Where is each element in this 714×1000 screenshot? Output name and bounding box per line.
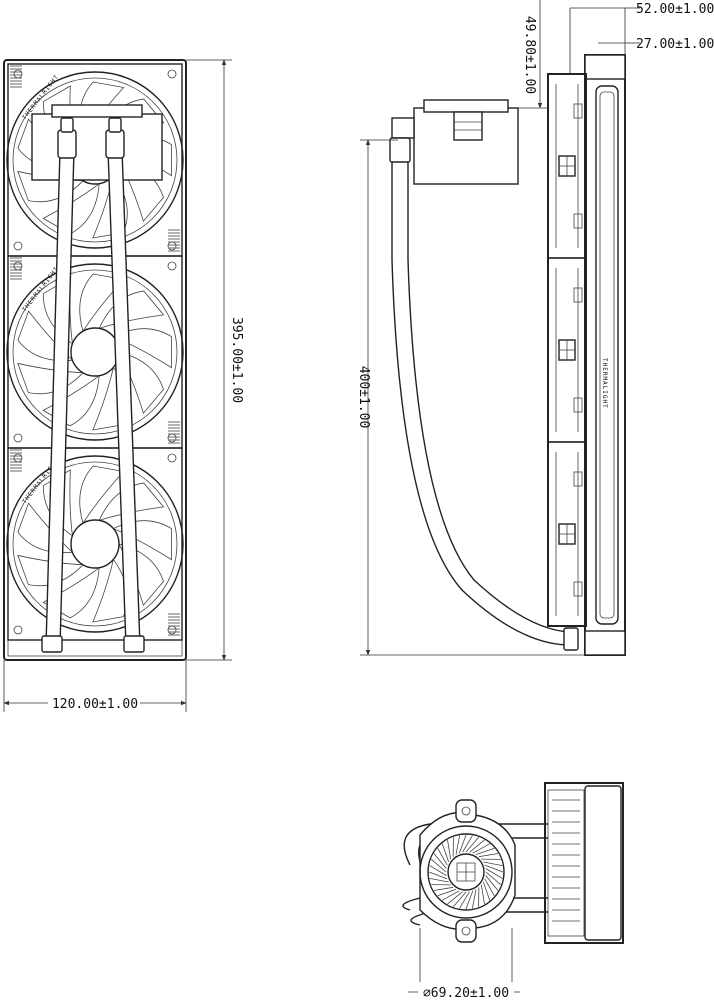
dim-radiator-thickness: 52.00±1.00 (569, 2, 714, 74)
top-radiator-fins (552, 799, 580, 922)
rotor-blades (428, 834, 504, 910)
pump-cap-side (423, 99, 509, 113)
fan-side-group (547, 73, 587, 627)
side-brand-label: THERMALIGHT (601, 358, 608, 409)
side-view: THERMALIGHT 400±1.00 49.80±1.00 (356, 0, 714, 656)
dim-tube-length: 400±1.00 (356, 139, 585, 656)
fan-side-2 (547, 257, 587, 443)
radiator-bottom-cap (584, 630, 626, 656)
pump-rotor (419, 825, 513, 919)
dim-pump-height-label: 49.80±1.00 (522, 16, 537, 94)
fan-side-3 (547, 441, 587, 627)
radiator-side-body (584, 54, 626, 656)
side-tube (391, 140, 571, 646)
dim-width: 120.00±1.00 (3, 660, 187, 712)
fan-3: THERMALRIGHT (6, 447, 184, 641)
radiator-core-slot (595, 85, 619, 625)
dim-pump-diameter-label: ⌀69.20±1.00 (423, 986, 509, 1000)
front-tubes (41, 117, 145, 653)
radiator-frame (3, 59, 187, 661)
pump-top-bracket (51, 104, 143, 118)
top-view: ⌀69.20±1.00 (402, 782, 624, 1000)
dim-radiator-core-label: 27.00±1.00 (636, 37, 714, 52)
dim-tube-length-label: 400±1.00 (356, 366, 371, 429)
fan-brand-label: THERMALRIGHT (21, 265, 61, 313)
dim-radiator-core: 27.00±1.00 (598, 37, 714, 52)
fan-2: THERMALRIGHT (6, 255, 184, 449)
dim-height: 395.00±1.00 (186, 59, 244, 661)
dim-height-label: 395.00±1.00 (229, 317, 244, 403)
dim-width-label: 120.00±1.00 (52, 697, 138, 712)
dim-pump-height: 49.80±1.00 (518, 0, 548, 109)
dim-radiator-thickness-label: 52.00±1.00 (636, 2, 714, 17)
top-radiator (544, 782, 624, 944)
radiator-top-cap (584, 54, 626, 80)
pump-top-plate (31, 113, 163, 181)
fan-side-1 (547, 73, 587, 259)
pump-block-side (413, 107, 519, 185)
dim-pump-diameter: ⌀69.20±1.00 (408, 928, 520, 1000)
